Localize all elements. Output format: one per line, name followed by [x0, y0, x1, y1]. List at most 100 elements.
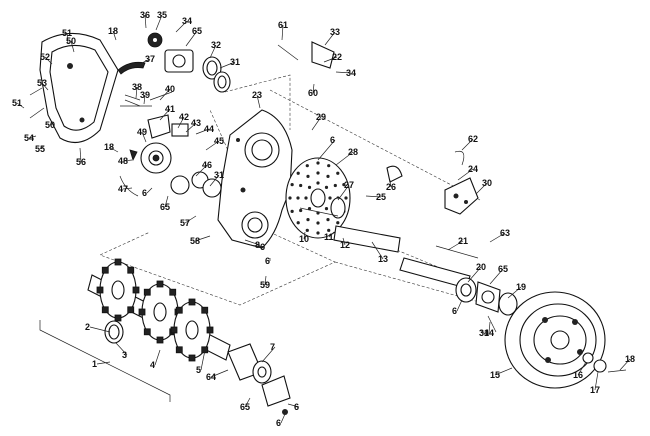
callout-leader-lines	[16, 14, 631, 424]
leader-line-52	[44, 56, 53, 65]
callout-6a: 6	[142, 188, 147, 198]
callout-45: 45	[214, 136, 224, 146]
leader-line-15	[494, 367, 513, 376]
callout-63: 63	[500, 228, 510, 238]
callout-34a: 34	[182, 16, 192, 26]
callout-42: 42	[179, 112, 189, 122]
callout-6e: 6	[452, 306, 457, 316]
callout-57: 57	[180, 218, 190, 228]
leader-line-24	[457, 168, 474, 181]
leader-line-27	[337, 184, 350, 201]
leader-line-28	[335, 151, 354, 166]
callout-17: 17	[590, 385, 600, 395]
disc-hole	[328, 196, 332, 200]
disc-hole	[336, 171, 340, 175]
disc-hole	[316, 171, 320, 175]
callout-22: 22	[332, 52, 342, 62]
callout-6f: 6	[276, 418, 281, 428]
leader-line-20	[467, 266, 482, 283]
leader-line-30	[475, 182, 488, 195]
callout-24: 24	[468, 164, 478, 174]
leader-line-4	[154, 349, 161, 366]
callout-1: 1	[92, 359, 97, 369]
callout-58: 58	[190, 236, 200, 246]
leader-line-34b	[335, 71, 352, 74]
leader-line-64	[210, 369, 229, 378]
disc-hole	[306, 174, 310, 178]
leader-line-49	[141, 131, 147, 143]
leader-line-5	[200, 349, 206, 371]
disc-hole	[326, 218, 330, 222]
track-drive-axle	[39, 258, 231, 402]
drive-sprocket	[170, 298, 214, 362]
leader-line-3	[115, 342, 128, 356]
disc-hole	[305, 164, 309, 168]
leader-line-57	[184, 215, 197, 224]
callout-40: 40	[165, 84, 175, 94]
leader-line-46	[195, 164, 208, 177]
callout-60: 60	[308, 88, 318, 98]
leader-line-18b	[108, 146, 119, 153]
leader-line-35	[155, 14, 163, 31]
callout-46: 46	[202, 160, 212, 170]
leader-line-2	[89, 326, 111, 333]
lower-sprocket	[119, 142, 222, 198]
leader-line-8	[244, 239, 261, 246]
leader-line-60	[312, 83, 315, 94]
disc-hole	[306, 218, 310, 222]
disc-hole	[290, 183, 294, 187]
callout-19: 19	[516, 282, 526, 292]
driven-pulley	[504, 291, 627, 389]
callout-34c: 34	[479, 328, 489, 338]
leader-line-65c	[489, 268, 504, 285]
leader-line-65a	[164, 195, 169, 208]
callout-51b: 51	[12, 98, 22, 108]
disc-hole	[327, 164, 331, 168]
driveshaft	[299, 207, 479, 289]
chaincase-cover	[29, 32, 119, 144]
callout-65d: 65	[240, 402, 250, 412]
leader-line-6a	[146, 187, 153, 194]
callout-18c: 18	[625, 354, 635, 364]
leader-line-50b	[49, 123, 53, 126]
callout-32: 32	[211, 40, 221, 50]
callout-61: 61	[278, 20, 288, 30]
leader-line-39	[143, 94, 146, 105]
leader-line-63	[489, 232, 506, 243]
callout-59: 59	[260, 280, 270, 290]
callout-16: 16	[573, 370, 583, 380]
disc-hole	[324, 185, 329, 189]
leader-line-14	[488, 321, 491, 334]
callout-20: 20	[476, 262, 486, 272]
chaincase-housing	[217, 109, 293, 249]
callout-50b: 50	[45, 120, 55, 130]
callout-37: 37	[145, 54, 155, 64]
leader-line-7	[261, 346, 276, 363]
callout-11: 11	[324, 232, 334, 242]
callout-15: 15	[490, 370, 500, 380]
disc-hole	[307, 185, 312, 189]
disc-hole	[344, 196, 348, 200]
callout-7: 7	[270, 342, 275, 352]
leader-line-54	[28, 135, 37, 139]
disc-hole	[299, 183, 303, 188]
callout-38: 38	[132, 82, 142, 92]
callout-6d: 6	[330, 135, 335, 145]
leader-line-42	[177, 116, 185, 129]
callout-28: 28	[348, 147, 358, 157]
leader-line-6d	[317, 139, 336, 161]
callout-65a: 65	[160, 202, 170, 212]
callout-65c: 65	[498, 264, 508, 274]
callout-52: 52	[40, 52, 50, 62]
disc-hole	[326, 174, 330, 178]
disc-hole	[316, 181, 320, 185]
leader-line-31a	[219, 61, 236, 69]
bottom-bearing-flange	[227, 343, 291, 415]
callout-4: 4	[150, 360, 155, 370]
callout-10: 10	[299, 234, 309, 244]
leader-line-34a	[175, 20, 188, 33]
disc-hole	[307, 207, 312, 211]
disc-hole	[316, 221, 320, 225]
